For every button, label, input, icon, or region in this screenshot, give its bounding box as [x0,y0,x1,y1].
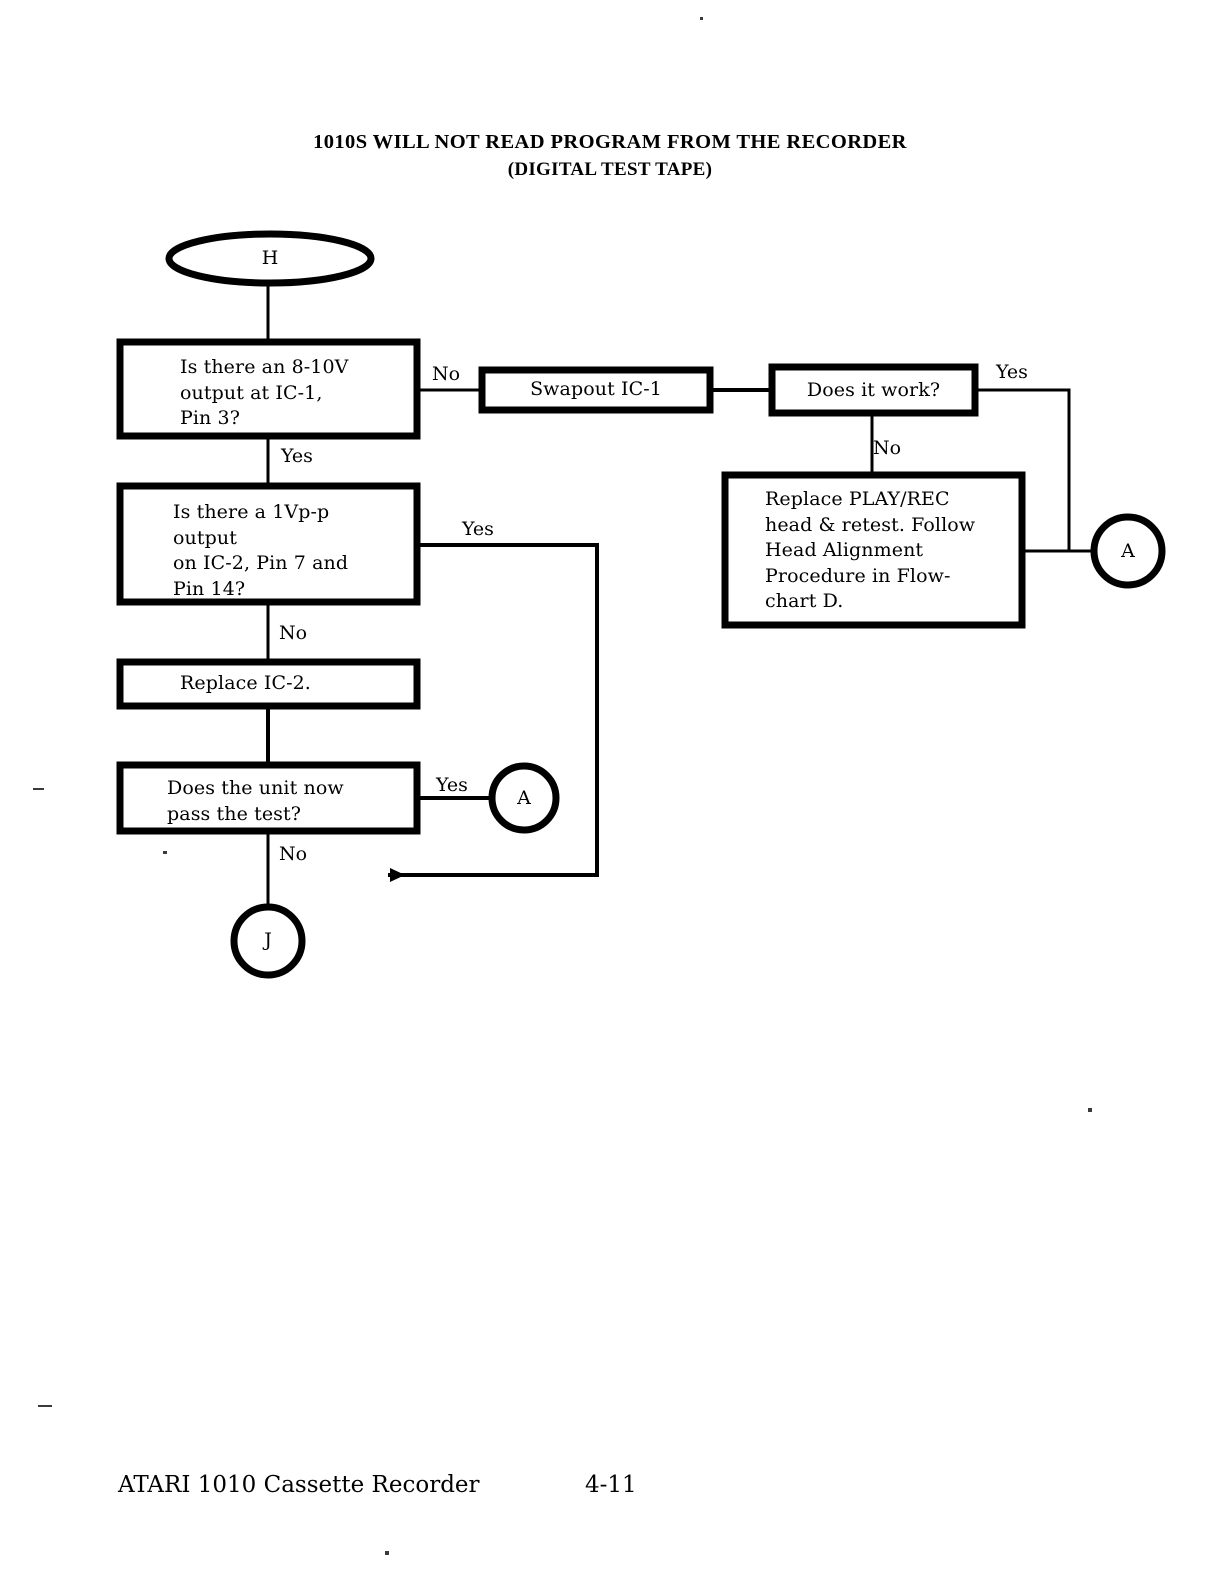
does-unit-pass-text: Does the unit now pass the test? [167,776,344,827]
replace-head-box [721,471,1026,629]
edge-label-does-it-work-yes: Yes [996,361,1028,383]
footer-manual-title: ATARI 1010 Cassette Recorder [118,1472,480,1498]
page-title-line-2: (DIGITAL TEST TAPE) [507,159,713,180]
edge-decision-vpp-yes-loop [388,543,599,882]
decision-voltage-line-2: output at IC-1, [180,381,323,404]
scan-dash-lower-icon [38,1405,52,1407]
decision-vpp-line-1: Is there a 1Vp-p [173,501,330,523]
connector-a-lower-shape [488,762,560,834]
decision-voltage-line-1: Is there an 8-10V [180,356,349,378]
end-connector-label: J [264,929,272,951]
end-connector-shape [230,903,306,979]
does-unit-pass-box [116,761,421,835]
edge-label-decision-vpp-yes: Yes [462,518,494,540]
scan-speck-right-icon [1088,1108,1092,1112]
scan-dash-icon [33,788,44,790]
page-title: 1010S WILL NOT READ PROGRAM FROM THE REC… [0,128,1220,184]
swapout-ic1-text: Swapout IC-1 [530,378,662,400]
decision-voltage-box [116,338,421,440]
does-it-work-text: Does it work? [806,379,941,401]
edge-label-does-unit-pass-no: No [279,843,308,865]
edge-label-does-it-work-no: No [873,437,902,459]
decision-voltage-line-3: Pin 3? [180,407,241,429]
replace-ic2-text: Replace IC-2. [180,672,311,694]
replace-head-line-2: head & retest. Follow [765,513,976,536]
does-unit-pass-line-2: pass the test? [167,802,302,825]
decision-vpp-text: Is there a 1Vp-p output on IC-2, Pin 7 a… [173,500,348,602]
scan-speck-lower-icon [163,851,167,854]
edge-label-decision-vpp-no: No [279,622,308,644]
footer-page-number: 4-11 [585,1472,637,1498]
does-unit-pass-line-1: Does the unit now [167,777,344,799]
start-connector-label: H [261,247,279,269]
connector-a-right-shape [1090,513,1166,589]
replace-head-line-3: Head Alignment [765,539,924,561]
page-title-line-1: 1010S WILL NOT READ PROGRAM FROM THE REC… [313,131,907,153]
decision-vpp-line-3: on IC-2, Pin 7 and [173,552,349,574]
start-connector-shape [165,230,375,287]
edge-label-decision-voltage-yes: Yes [281,445,313,467]
scan-speck-bottom-icon [385,1551,389,1555]
scan-speck-icon [700,17,703,20]
decision-vpp-line-4: Pin 14? [173,577,246,600]
decision-voltage-text: Is there an 8-10V output at IC-1, Pin 3? [180,355,349,432]
decision-vpp-line-2: output [173,526,237,549]
swapout-ic1-box [478,366,714,414]
decision-vpp-box [116,482,421,606]
connector-a-right-label: A [1121,540,1135,562]
replace-head-line-5: chart D. [765,590,844,612]
replace-ic2-box [116,658,421,710]
replace-head-line-4: Procedure in Flow- [765,564,951,587]
replace-head-line-1: Replace PLAY/REC [765,488,950,510]
edge-label-does-unit-pass-yes: Yes [436,774,468,796]
connector-a-lower-label: A [517,787,531,809]
edge-label-decision-voltage-no: No [432,363,461,385]
does-it-work-box [768,363,979,417]
replace-head-text: Replace PLAY/REC head & retest. Follow H… [765,487,975,615]
